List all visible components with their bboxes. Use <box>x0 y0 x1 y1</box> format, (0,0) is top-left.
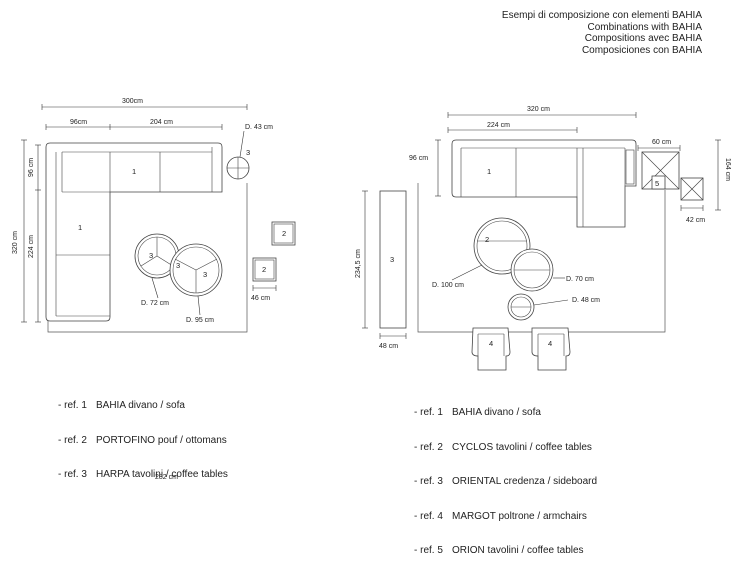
header-title-it: Esempi di composizione con elementi BAHI… <box>501 10 702 21</box>
left-harpa-large-ref-a: 3 <box>176 261 180 270</box>
right-orion-large-label: 60 cm <box>652 139 671 146</box>
header-title-fr: Compositions avec BAHIA <box>584 33 702 44</box>
left-harpa-mid-diam: D. 72 cm <box>141 300 169 307</box>
left-harpa-small-diam: D. 43 cm <box>245 124 273 131</box>
left-harpa-small-ref: 3 <box>246 148 250 157</box>
right-dim-320-label: 320 cm <box>527 106 550 113</box>
left-dim-320-label: 320 cm <box>12 231 19 254</box>
right-armchair-1-ref: 4 <box>489 339 493 348</box>
right-cyclos-large-ref: 2 <box>485 235 489 244</box>
right-sofa-ref-1: 1 <box>487 167 491 176</box>
right-orion-large-ref: 5 <box>655 179 659 188</box>
footnote-dimension: 282 cm <box>155 474 178 481</box>
right-cyclos-large-diam: D. 100 cm <box>432 282 464 289</box>
right-margot-armchair-1 <box>471 327 511 371</box>
left-pouf-size-label: 46 cm <box>251 295 270 302</box>
left-dim-96-label: 96cm <box>70 119 87 126</box>
header-title-en: Combinations with BAHIA <box>587 21 703 33</box>
left-dim-total-label: 300cm <box>122 98 143 105</box>
right-cyclos-small-diam: D. 48 cm <box>572 297 600 304</box>
left-dim-204-label: 204 cm <box>150 119 173 126</box>
right-credenza-ref: 3 <box>390 255 394 264</box>
left-sofa-ref-1a: 1 <box>132 167 136 176</box>
left-dim-224v-label: 224 cm <box>28 235 35 258</box>
right-orion-small-label: 42 cm <box>686 217 705 224</box>
right-oriental-credenza <box>379 190 407 329</box>
left-plan: 300cm 96cm 204 cm 320 cm 96 cm 224 cm <box>12 98 296 333</box>
right-plan: 320 cm 224 cm 96 cm 1 60 cm 5 <box>355 106 731 371</box>
right-dim-96-label: 96 cm <box>409 155 428 162</box>
left-portofino-pouf-2 <box>252 257 277 282</box>
right-margot-armchair-2 <box>531 327 571 371</box>
left-pouf-2-ref: 2 <box>262 265 266 274</box>
right-dim-164-label: 164 cm <box>724 158 731 181</box>
right-dim-224-label: 224 cm <box>487 122 510 129</box>
left-portofino-pouf-1 <box>271 221 296 246</box>
left-harpa-mid-ref: 3 <box>149 251 153 260</box>
right-credenza-depth-label: 48 cm <box>379 343 398 350</box>
right-credenza-length-label: 234,5 cm <box>355 249 362 278</box>
right-sofa-bahia <box>451 139 637 228</box>
left-harpa-large-diam: D. 95 cm <box>186 317 214 324</box>
header-titles: Esempi di composizione con elementi BAHI… <box>502 10 702 56</box>
left-pouf-1-ref: 2 <box>282 229 286 238</box>
left-dim-96v-label: 96 cm <box>28 158 35 177</box>
header-title-es: Composiciones con BAHIA <box>581 44 702 56</box>
floor-plans: 300cm 96cm 204 cm 320 cm 96 cm 224 cm <box>12 98 731 371</box>
left-harpa-large-ref-b: 3 <box>203 270 207 279</box>
left-sofa-ref-1b: 1 <box>78 223 82 232</box>
right-armchair-2-ref: 4 <box>548 339 552 348</box>
right-cyclos-mid-diam: D. 70 cm <box>566 276 594 283</box>
